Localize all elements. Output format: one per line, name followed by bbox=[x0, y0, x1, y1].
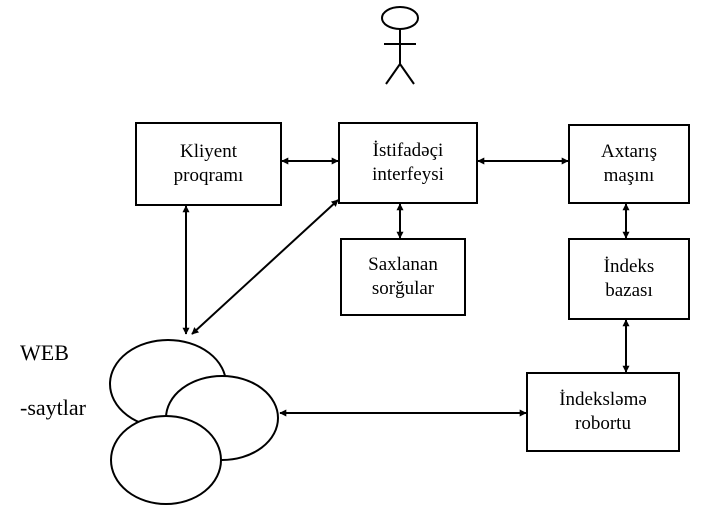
search-engine-box: Axtarış maşını bbox=[568, 124, 690, 204]
saved-queries-label: Saxlanan sorğular bbox=[368, 254, 438, 299]
indexing-robot-box: İndeksləmə robortu bbox=[526, 372, 680, 452]
search-engine-label: Axtarış maşını bbox=[601, 141, 657, 186]
user-interface-label: İstifadəçi interfeysi bbox=[372, 140, 444, 185]
index-database-box: İndeks bazası bbox=[568, 238, 690, 320]
arrow-interface-web bbox=[191, 199, 339, 335]
web-title: WEB bbox=[20, 340, 69, 365]
web-sites-ellipses-icon bbox=[109, 339, 279, 505]
indexing-robot-label: İndeksləmə robortu bbox=[559, 389, 647, 434]
web-subtitle: -saytlar bbox=[20, 395, 86, 420]
client-program-label: Kliyent proqramı bbox=[173, 141, 244, 186]
saved-queries-box: Saxlanan sorğular bbox=[340, 238, 466, 316]
index-database-label: İndeks bazası bbox=[603, 256, 655, 301]
client-program-box: Kliyent proqramı bbox=[135, 122, 282, 206]
user-actor-icon bbox=[381, 6, 419, 85]
user-interface-box: İstifadəçi interfeysi bbox=[338, 122, 478, 204]
